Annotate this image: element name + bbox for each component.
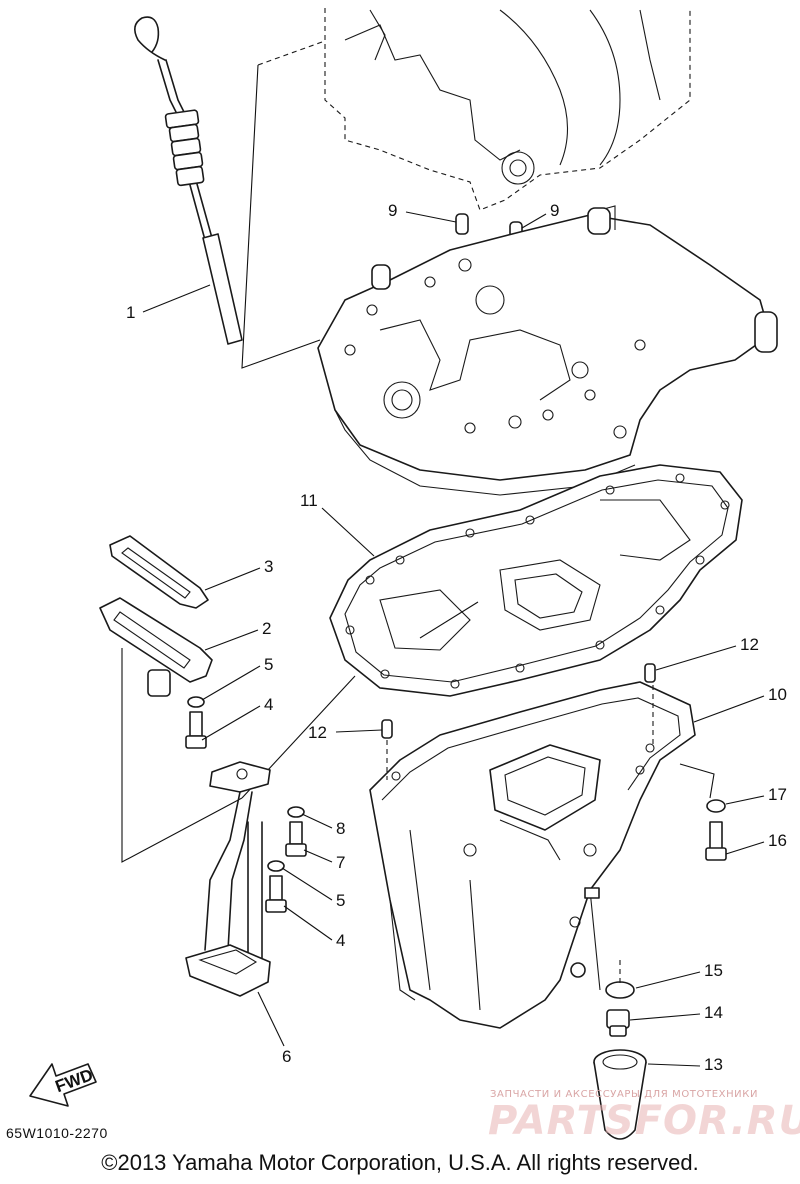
callout-10: 10 bbox=[768, 685, 787, 704]
washer-17-bracket bbox=[679, 763, 715, 799]
gasket-leader bbox=[419, 601, 479, 639]
callout-11: 11 bbox=[300, 491, 318, 510]
dipstick bbox=[134, 16, 243, 345]
drain-plug-14 bbox=[606, 1009, 630, 1037]
bolt-4b bbox=[265, 875, 287, 913]
cover-gasket bbox=[109, 535, 209, 609]
exhaust-guide-plate bbox=[317, 205, 778, 496]
callout-9b: 9 bbox=[550, 201, 559, 220]
dipstick-leader-top bbox=[257, 41, 323, 66]
callout-8: 8 bbox=[336, 819, 345, 838]
callout-4b: 4 bbox=[336, 931, 345, 950]
copyright-text: ©2013 Yamaha Motor Corporation, U.S.A. A… bbox=[101, 1150, 699, 1175]
washer-8 bbox=[287, 806, 305, 818]
callout-6: 6 bbox=[282, 1047, 291, 1066]
bolt-4a bbox=[185, 711, 207, 749]
oil-pan-gasket bbox=[329, 464, 743, 697]
callout-2: 2 bbox=[262, 619, 271, 638]
bolt-7 bbox=[285, 821, 307, 857]
callout-5a: 5 bbox=[264, 655, 273, 674]
dowel-pin-9a bbox=[455, 213, 469, 235]
callout-17: 17 bbox=[768, 785, 787, 804]
bolt-16 bbox=[705, 821, 727, 861]
callout-13: 13 bbox=[704, 1055, 723, 1074]
dipstick-bracket-line bbox=[241, 64, 321, 369]
callout-1: 1 bbox=[126, 303, 135, 322]
watermark-brand: PARTSFOR.RU bbox=[488, 1098, 800, 1144]
dowel-pin-12b bbox=[381, 719, 393, 739]
fwd-label: FWD bbox=[53, 1065, 96, 1096]
callout-16: 16 bbox=[768, 831, 787, 850]
drain-washer-15 bbox=[605, 981, 635, 999]
fwd-arrow-icon: FWD bbox=[29, 1063, 97, 1107]
callout-12b: 12 bbox=[308, 723, 327, 742]
oil-pan bbox=[369, 681, 696, 1029]
oil-strainer bbox=[185, 761, 271, 997]
callout-4a: 4 bbox=[264, 695, 273, 714]
callout-9a: 9 bbox=[388, 201, 397, 220]
watermark-tagline: ЗАПЧАСТИ И АКСЕССУАРЫ ДЛЯ МОТОТЕХНИКИ bbox=[490, 1089, 759, 1100]
callout-14: 14 bbox=[704, 1003, 723, 1022]
part-code: 65W1010-2270 bbox=[6, 1125, 108, 1141]
washer-5b bbox=[267, 860, 285, 872]
washer-17 bbox=[706, 799, 726, 813]
callout-3: 3 bbox=[264, 557, 273, 576]
dowel-pin-12a bbox=[644, 663, 656, 683]
cover-bracket-line bbox=[121, 648, 243, 863]
cover bbox=[99, 597, 213, 697]
callout-15: 15 bbox=[704, 961, 723, 980]
washer-5a bbox=[187, 696, 205, 708]
crankcase-outline bbox=[324, 8, 691, 211]
callout-7: 7 bbox=[336, 853, 345, 872]
drain-adapter-13 bbox=[593, 1049, 647, 1140]
callouts: 1 2 3 4 4 5 5 6 7 8 9 9 10 11 12 12 13 bbox=[126, 201, 787, 1074]
callout-5b: 5 bbox=[336, 891, 345, 910]
callout-12a: 12 bbox=[740, 635, 759, 654]
